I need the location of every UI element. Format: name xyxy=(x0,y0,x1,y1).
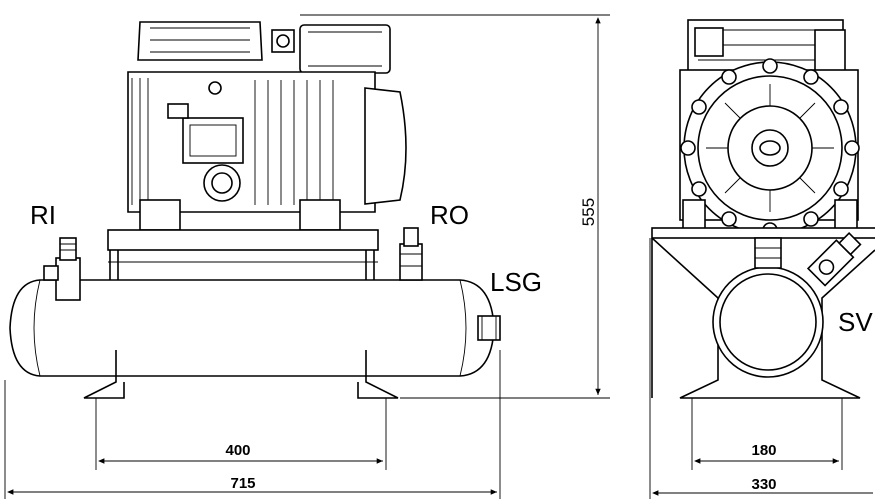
side-dimensions xyxy=(649,238,873,499)
dim-foot-spacing-front: 400 xyxy=(225,442,250,459)
label-lsg: LSG xyxy=(490,267,542,297)
front-dimensions xyxy=(4,14,610,499)
dim-foot-spacing-side: 180 xyxy=(751,442,776,459)
label-sv: SV xyxy=(838,307,873,337)
dim-width-side: 330 xyxy=(751,476,776,493)
label-ro: RO xyxy=(430,200,469,230)
front-view xyxy=(9,21,501,399)
label-ri: RI xyxy=(30,200,56,230)
dim-height: 555 xyxy=(579,198,598,226)
side-view xyxy=(651,19,875,399)
dim-length-front: 715 xyxy=(230,475,255,492)
